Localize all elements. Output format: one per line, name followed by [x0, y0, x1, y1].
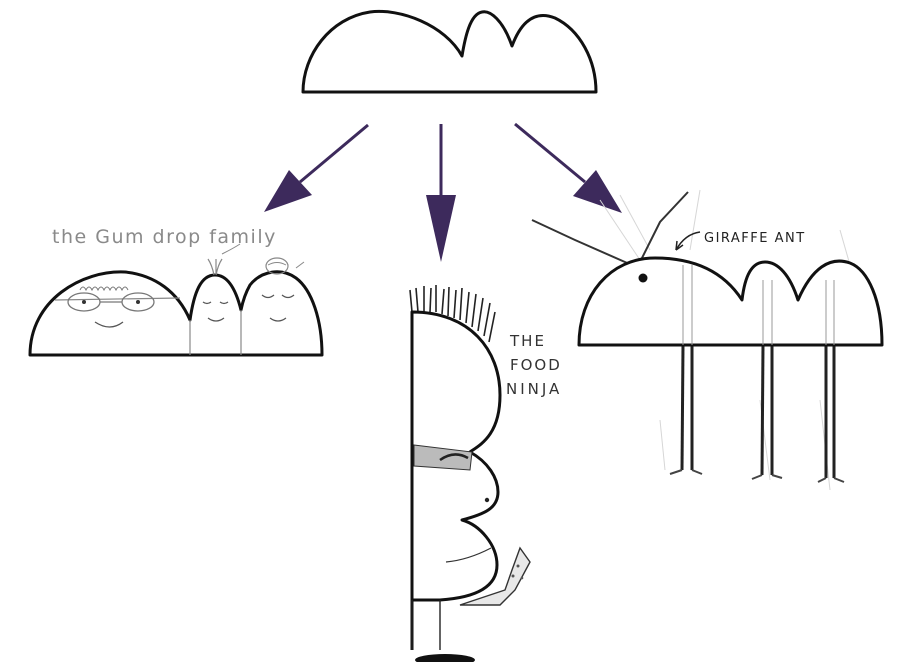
gum-drop-caption: the Gum drop family: [52, 226, 277, 248]
arrow-left: [264, 123, 369, 212]
food-ninja-caption-line1: THE: [509, 332, 546, 350]
food-ninja-caption-line3: NINJA: [506, 380, 562, 398]
food-ninja-caption-line2: FOOD: [510, 356, 562, 374]
giraffe-ant-caption: GIRAFFE ANT: [704, 231, 806, 246]
arrow-right: [514, 122, 622, 213]
giraffe-ant-sketch: GIRAFFE ANT: [531, 189, 884, 491]
food-ninja-sketch: THE FOOD NINJA: [409, 285, 562, 662]
gum-drop-family-sketch: the Gum drop family: [28, 226, 324, 357]
arrow-center: [426, 124, 456, 262]
source-shape: [301, 9, 598, 94]
